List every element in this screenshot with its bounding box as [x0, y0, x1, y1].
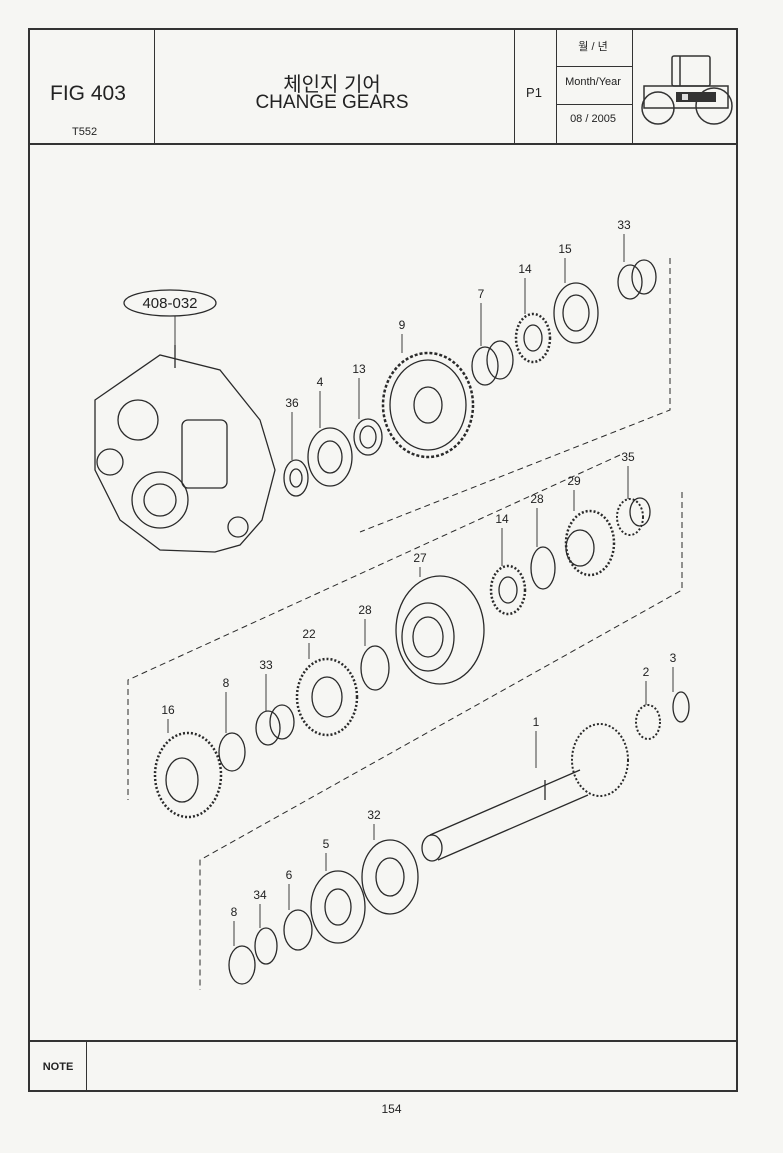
part-7 — [471, 340, 514, 386]
part-label: 22 — [302, 627, 316, 641]
part-36 — [283, 459, 309, 497]
part-4 — [307, 427, 353, 487]
tractor-icon — [641, 55, 733, 125]
part-9 — [381, 351, 475, 459]
part-15 — [553, 282, 599, 344]
month-year-label: Month/Year — [565, 76, 621, 88]
part-label: 6 — [286, 868, 293, 882]
part-5 — [310, 870, 366, 944]
revision-date: 08 / 2005 — [570, 113, 616, 125]
model-code: T552 — [72, 126, 98, 138]
part-27 — [395, 575, 485, 685]
part-3 — [672, 691, 690, 723]
part-29 — [564, 509, 616, 577]
note-row: NOTE — [30, 1040, 736, 1092]
ref-oval — [123, 289, 217, 317]
housing — [94, 345, 276, 553]
part-34 — [254, 927, 278, 965]
part-label: 32 — [367, 808, 381, 822]
page-title: CHANGE GEARS — [255, 92, 409, 113]
part-8-lower — [228, 945, 256, 985]
part-label: 28 — [358, 603, 372, 617]
part-label: 36 — [285, 396, 299, 410]
note-label: NOTE — [30, 1042, 87, 1092]
part-33-lower — [255, 704, 295, 746]
part-35 — [616, 497, 651, 536]
part-label: 3 — [670, 651, 677, 665]
page-number: 154 — [381, 1102, 402, 1116]
page-code: P1 — [526, 85, 542, 100]
part-label: 1 — [533, 715, 540, 729]
part-1-shaft — [421, 723, 629, 862]
part-label: 9 — [399, 318, 406, 332]
part-label: 29 — [567, 474, 581, 488]
part-label: 4 — [317, 375, 324, 389]
part-13 — [353, 418, 383, 456]
part-28-lower — [360, 645, 390, 691]
part-label: 14 — [495, 512, 509, 526]
page-frame: FIG 403 T552 체인지 기어 CHANGE GEARS P1 월 / … — [28, 28, 738, 1092]
part-label: 5 — [323, 837, 330, 851]
part-6 — [283, 909, 313, 951]
part-label: 7 — [478, 287, 485, 301]
figure-number: FIG 403 — [50, 82, 126, 105]
part-label: 15 — [558, 242, 572, 256]
part-label: 13 — [352, 362, 366, 376]
part-label: 27 — [413, 551, 427, 565]
part-8-middle — [218, 732, 246, 772]
title-korean: 체인지 기어 — [283, 74, 381, 96]
part-label: 2 — [643, 665, 650, 679]
part-14-middle — [489, 564, 527, 616]
part-label: 16 — [161, 703, 175, 717]
part-28-upper — [530, 546, 556, 590]
part-label: 33 — [617, 218, 631, 232]
part-label: 34 — [253, 888, 267, 902]
part-32 — [361, 839, 419, 915]
part-label: 14 — [518, 262, 532, 276]
part-label: 8 — [223, 676, 230, 690]
part-label: 8 — [231, 905, 238, 919]
part-2 — [635, 704, 661, 740]
part-label: 28 — [530, 492, 544, 506]
part-16 — [153, 731, 223, 819]
part-label: 35 — [621, 450, 635, 464]
part-33-upper — [617, 259, 657, 300]
month-year-korean: 월 / 년 — [578, 41, 608, 53]
ref-label-408-032: 408-032 — [142, 295, 197, 312]
part-22 — [295, 657, 359, 737]
part-label: 33 — [259, 658, 273, 672]
title-block: FIG 403 T552 체인지 기어 CHANGE GEARS P1 월 / … — [30, 30, 736, 145]
part-14-upper — [514, 312, 552, 364]
